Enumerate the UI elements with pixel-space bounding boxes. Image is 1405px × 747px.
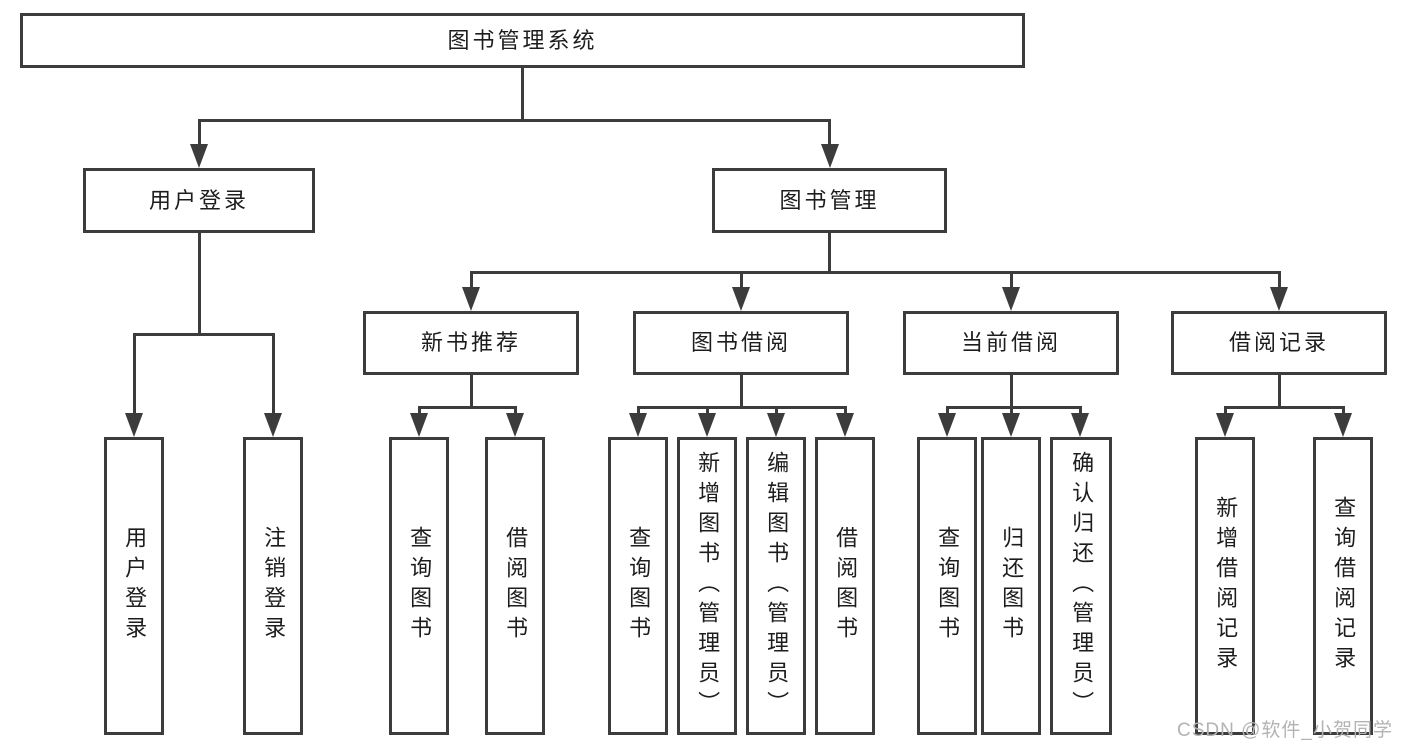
leaf-label: 用户登录 xyxy=(122,526,148,646)
leaf-edit-book-admin: 编辑图书（管理员） xyxy=(746,437,806,735)
edge-to-leaf-line xyxy=(1342,406,1345,418)
node-user-login-label: 用户登录 xyxy=(148,187,249,213)
edge-to-leaf-line xyxy=(706,406,709,418)
edge-record-hline xyxy=(1224,406,1345,409)
leaf-return-book: 归还图书 xyxy=(981,437,1041,735)
edge-to-leaf-line xyxy=(514,406,517,418)
node-borrow-record: 借阅记录 xyxy=(1171,311,1387,375)
arrow-down-icon xyxy=(821,144,839,168)
edge-book-mgmt-stub xyxy=(828,233,831,274)
node-current-borrow: 当前借阅 xyxy=(903,311,1119,375)
edge-user-login-stub xyxy=(198,231,201,336)
leaf-borrow-book-1: 借阅图书 xyxy=(485,437,545,735)
leaf-user-login: 用户登录 xyxy=(104,437,164,735)
arrow-down-icon xyxy=(698,413,716,437)
edge-to-leaf-line xyxy=(775,406,778,418)
leaf-add-book-admin: 新增图书（管理员） xyxy=(677,437,737,735)
leaf-confirm-return-admin: 确认归还（管理员） xyxy=(1050,437,1112,735)
leaf-label: 查询借阅记录 xyxy=(1331,496,1357,676)
arrow-down-icon xyxy=(125,413,143,437)
node-current-borrow-label: 当前借阅 xyxy=(960,330,1061,355)
edge-current-hline xyxy=(946,406,1082,409)
node-book-borrow: 图书借阅 xyxy=(633,311,849,375)
edge-new-book-stub xyxy=(470,375,473,408)
edge-to-leaf-line xyxy=(1079,406,1082,418)
leaf-label: 借阅图书 xyxy=(833,526,859,646)
leaf-query-book-3: 查询图书 xyxy=(917,437,977,735)
node-book-mgmt: 图书管理 xyxy=(712,168,947,233)
arrow-down-icon xyxy=(1002,413,1020,437)
arrow-down-icon xyxy=(836,413,854,437)
arrow-down-icon xyxy=(732,287,750,311)
leaf-label: 注销登录 xyxy=(261,526,287,646)
leaf-borrow-book-2: 借阅图书 xyxy=(815,437,875,735)
edge-level3-hline xyxy=(470,271,1280,274)
node-new-book-rec: 新书推荐 xyxy=(363,311,579,375)
edge-to-record-line xyxy=(1278,271,1281,291)
leaf-query-borrow-record: 查询借阅记录 xyxy=(1313,437,1373,735)
leaf-query-book-1: 查询图书 xyxy=(389,437,449,735)
leaf-query-book-2: 查询图书 xyxy=(608,437,668,735)
arrow-down-icon xyxy=(1216,413,1234,437)
leaf-label: 查询图书 xyxy=(407,526,433,646)
edge-to-borrow-line xyxy=(740,271,743,291)
edge-current-stub xyxy=(1010,375,1013,408)
edge-to-leaf-line xyxy=(637,406,640,418)
edge-borrow-hline xyxy=(637,406,847,409)
arrow-down-icon xyxy=(462,287,480,311)
edge-to-current-line xyxy=(1010,271,1013,291)
arrow-down-icon xyxy=(767,413,785,437)
node-book-mgmt-label: 图书管理 xyxy=(779,187,880,213)
edge-to-leaf-line xyxy=(1010,406,1013,418)
leaf-label: 新增图书（管理员） xyxy=(695,451,721,721)
node-new-book-rec-label: 新书推荐 xyxy=(420,330,521,355)
edge-to-leaf-line xyxy=(1224,406,1227,418)
leaf-label: 查询图书 xyxy=(935,526,961,646)
leaf-label: 查询图书 xyxy=(626,526,652,646)
arrow-down-icon xyxy=(506,413,524,437)
edge-user-login-hline xyxy=(133,333,275,336)
edge-to-leaf-line xyxy=(844,406,847,418)
edge-to-leaf-line xyxy=(946,406,949,418)
arrow-down-icon xyxy=(190,144,208,168)
node-root: 图书管理系统 xyxy=(20,13,1025,68)
arrow-down-icon xyxy=(410,413,428,437)
edge-to-new-book-line xyxy=(470,271,473,291)
leaf-label: 归还图书 xyxy=(999,526,1025,646)
leaf-label: 新增借阅记录 xyxy=(1213,496,1239,676)
arrow-down-icon xyxy=(938,413,956,437)
csdn-watermark: CSDN @软件_小贺同学 xyxy=(1177,720,1393,741)
edge-to-user-login-line xyxy=(198,119,201,147)
node-user-login: 用户登录 xyxy=(83,168,315,233)
leaf-add-borrow-record: 新增借阅记录 xyxy=(1195,437,1255,735)
arrow-down-icon xyxy=(629,413,647,437)
node-borrow-record-label: 借阅记录 xyxy=(1228,330,1329,355)
arrow-down-icon xyxy=(264,413,282,437)
leaf-label: 借阅图书 xyxy=(503,526,529,646)
leaf-label: 编辑图书（管理员） xyxy=(764,451,790,721)
arrow-down-icon xyxy=(1270,287,1288,311)
arrow-down-icon xyxy=(1334,413,1352,437)
edge-to-leaf-line xyxy=(133,333,136,417)
edge-root-stub xyxy=(521,66,524,122)
edge-to-leaf-line xyxy=(272,333,275,417)
edge-level2-hline xyxy=(198,119,831,122)
arrow-down-icon xyxy=(1002,287,1020,311)
arrow-down-icon xyxy=(1071,413,1089,437)
edge-borrow-stub xyxy=(740,375,743,408)
edge-to-book-mgmt-line xyxy=(828,119,831,147)
node-root-label: 图书管理系统 xyxy=(447,27,598,53)
edge-to-leaf-line xyxy=(418,406,421,418)
edge-new-book-hline xyxy=(418,406,517,409)
leaf-logout: 注销登录 xyxy=(243,437,303,735)
node-book-borrow-label: 图书借阅 xyxy=(690,330,791,355)
edge-record-stub xyxy=(1278,375,1281,408)
leaf-label: 确认归还（管理员） xyxy=(1069,451,1095,721)
